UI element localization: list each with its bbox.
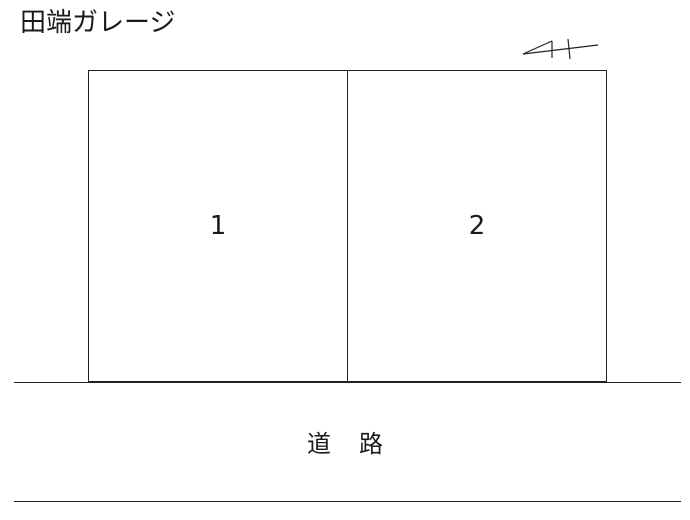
road-edge-bottom [14, 501, 681, 502]
road-label: 道路 [307, 430, 411, 458]
parking-space-2: 2 [347, 70, 607, 382]
north-arrow-icon [522, 38, 599, 60]
parking-space-label: 2 [468, 211, 486, 241]
diagram-title: 田端ガレージ [20, 8, 176, 38]
road-edge-top [14, 382, 681, 383]
parking-space-1: 1 [88, 70, 348, 382]
parking-space-label: 1 [209, 211, 227, 241]
